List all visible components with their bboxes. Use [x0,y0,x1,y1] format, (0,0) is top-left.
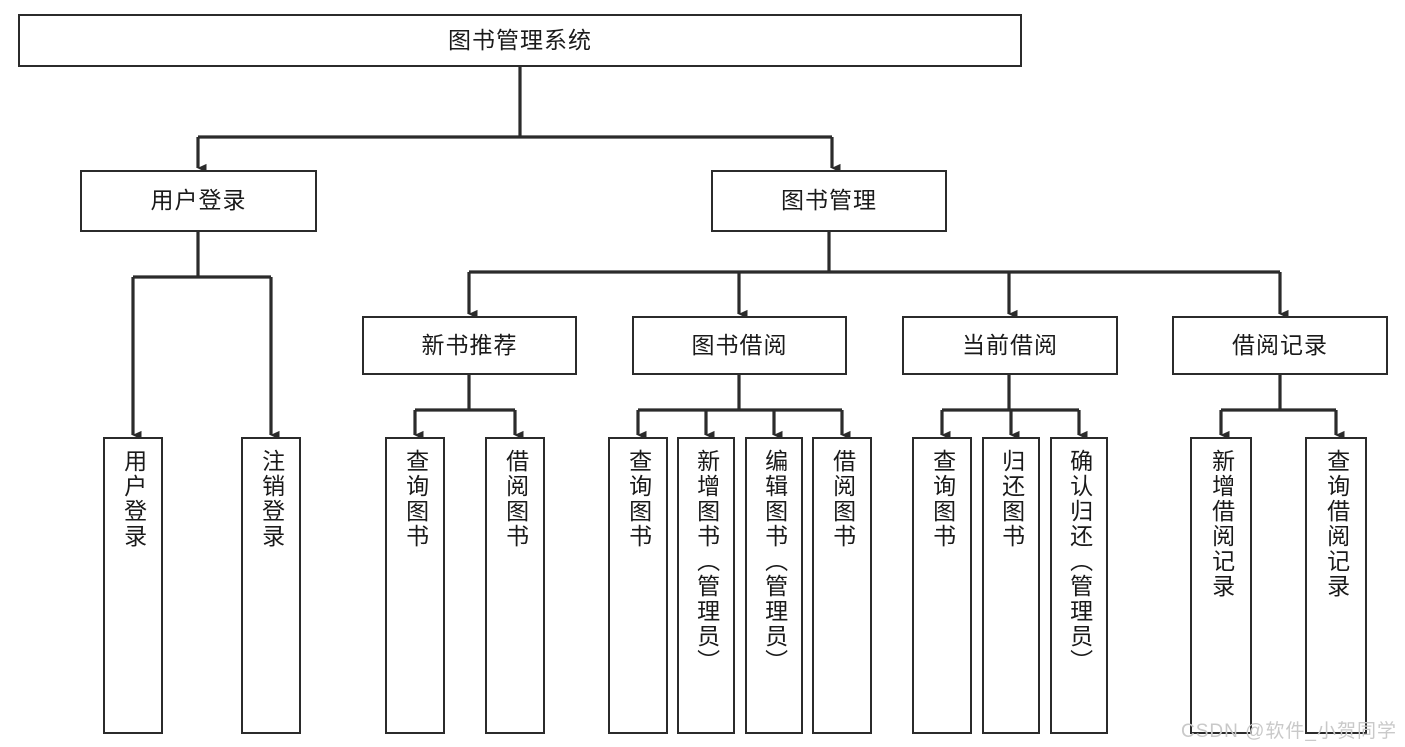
leaf-logout-label: 注销登录 [258,449,285,549]
leaf-query-book-2-label: 查询图书 [625,449,652,549]
node-current-borrow[interactable]: 当前借阅 [902,316,1118,375]
leaf-confirm-return[interactable]: 确认归还（管理员） [1050,437,1108,734]
leaf-add-record[interactable]: 新增借阅记录 [1190,437,1252,734]
node-root-label: 图书管理系统 [448,26,592,53]
leaf-add-book[interactable]: 新增图书（管理员） [677,437,735,734]
leaf-edit-book-label: 编辑图书（管理员） [761,449,788,674]
leaf-user-login[interactable]: 用户登录 [103,437,163,734]
csdn-watermark: CSDN @软件_小贺同学 [1181,721,1397,742]
node-book-manage-label: 图书管理 [781,187,877,214]
leaf-add-book-label: 新增图书（管理员） [693,449,720,674]
node-borrow-record-label: 借阅记录 [1232,331,1328,358]
leaf-edit-book[interactable]: 编辑图书（管理员） [745,437,803,734]
leaf-borrow-book-2[interactable]: 借阅图书 [812,437,872,734]
leaf-query-book-3-label: 查询图书 [929,449,956,549]
leaf-confirm-return-label: 确认归还（管理员） [1066,449,1093,674]
node-book-manage[interactable]: 图书管理 [711,170,947,232]
leaf-query-book-2[interactable]: 查询图书 [608,437,668,734]
node-book-borrow-label: 图书借阅 [691,331,788,358]
leaf-query-record[interactable]: 查询借阅记录 [1305,437,1367,734]
node-user-login-label: 用户登录 [150,187,247,214]
leaf-add-record-label: 新增借阅记录 [1208,449,1235,599]
node-user-login[interactable]: 用户登录 [80,170,317,232]
node-root[interactable]: 图书管理系统 [18,14,1022,67]
leaf-query-book-3[interactable]: 查询图书 [912,437,972,734]
node-new-book-rec[interactable]: 新书推荐 [362,316,577,375]
leaf-logout[interactable]: 注销登录 [241,437,301,734]
node-current-borrow-label: 当前借阅 [962,331,1058,358]
leaf-borrow-book-2-label: 借阅图书 [829,449,856,549]
leaf-query-book-1-label: 查询图书 [402,449,429,549]
leaf-return-book-label: 归还图书 [998,449,1025,549]
leaf-borrow-book-1[interactable]: 借阅图书 [485,437,545,734]
node-book-borrow[interactable]: 图书借阅 [632,316,847,375]
leaf-borrow-book-1-label: 借阅图书 [502,449,529,549]
leaf-query-record-label: 查询借阅记录 [1323,449,1350,599]
node-borrow-record[interactable]: 借阅记录 [1172,316,1388,375]
node-new-book-rec-label: 新书推荐 [421,331,518,358]
leaf-user-login-label: 用户登录 [120,449,147,549]
leaf-return-book[interactable]: 归还图书 [982,437,1040,734]
leaf-query-book-1[interactable]: 查询图书 [385,437,445,734]
